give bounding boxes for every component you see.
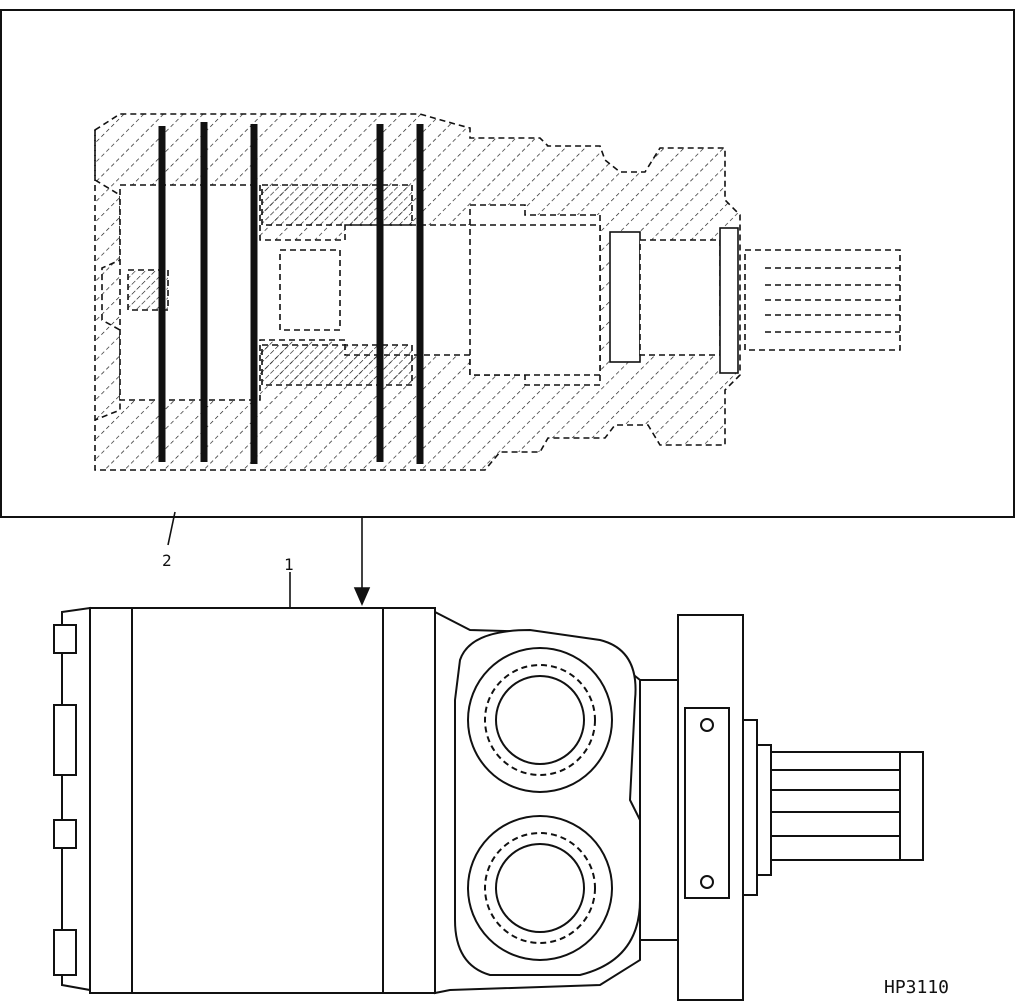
cutaway-drive-link — [279, 249, 341, 331]
motor-exterior — [53, 606, 924, 1001]
mounting-flange — [639, 679, 681, 941]
cutaway-inset — [0, 9, 1015, 518]
bolt-head — [53, 819, 77, 849]
cutaway-endcap — [94, 130, 121, 421]
figure-code: HP3110 — [884, 977, 949, 998]
flange-pad — [684, 707, 730, 899]
cutaway-spool — [469, 224, 601, 376]
pilot-ring — [742, 719, 758, 896]
cutaway-bearing — [609, 231, 641, 363]
cutaway-gerotor-upper — [261, 184, 413, 226]
leader-line-2 — [167, 511, 176, 546]
housing-body — [89, 607, 436, 994]
port-upper — [467, 647, 613, 793]
shaft-end — [899, 751, 924, 861]
callout-group — [167, 511, 371, 612]
mounting-bolt-hole — [700, 718, 714, 732]
bolt-head — [53, 624, 77, 654]
callout-label-2: 2 — [162, 551, 172, 570]
cutaway-shaft-body — [639, 239, 721, 356]
inset-frame — [0, 9, 1015, 518]
section-arrow-head — [353, 587, 371, 606]
motor-cutaway — [94, 113, 901, 471]
port-lower — [467, 815, 613, 961]
callout-label-1: 1 — [284, 555, 294, 574]
through-bolts — [158, 122, 424, 464]
mounting-bolt-hole — [700, 875, 714, 889]
cutaway-seal — [719, 227, 739, 374]
cutaway-gerotor-lower — [261, 344, 413, 386]
bolt-head — [53, 704, 77, 776]
bolt-head — [53, 929, 77, 976]
seal-ring — [756, 744, 772, 876]
